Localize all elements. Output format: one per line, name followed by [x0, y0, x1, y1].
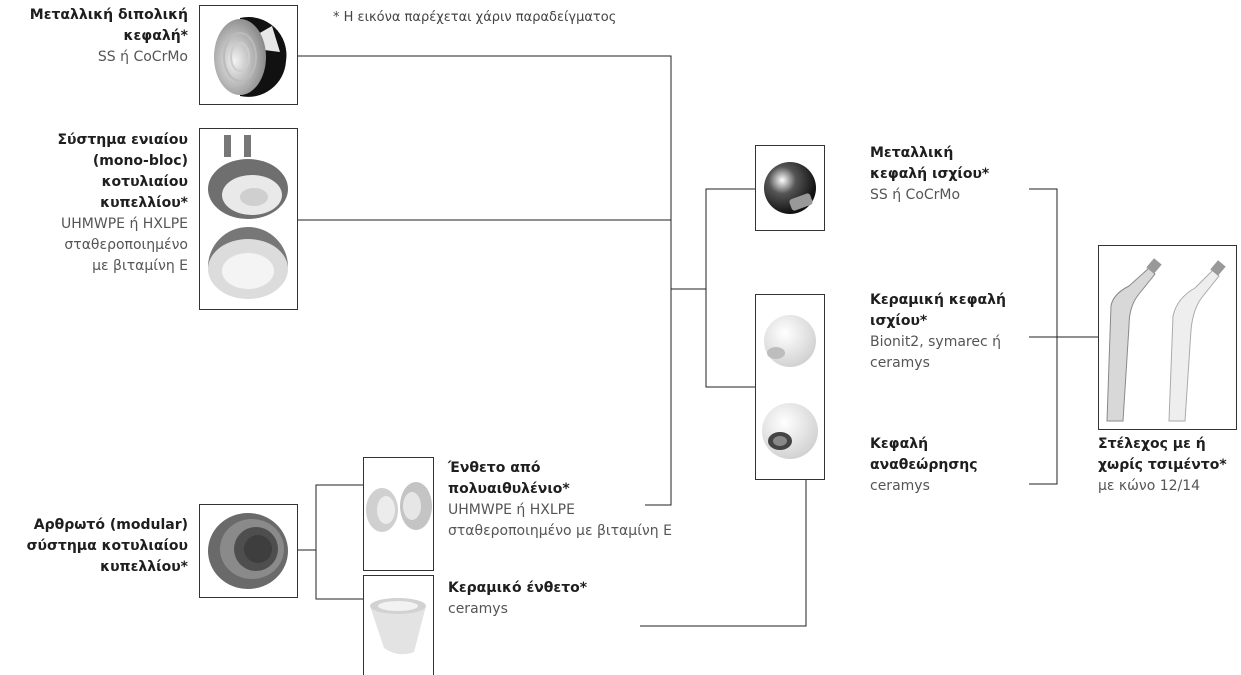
dual-head-material: SS ή CoCrMo: [97, 49, 188, 65]
stem-title-2: χωρίς τσιμέντο*: [1098, 457, 1227, 473]
ceramic-insert-material: ceramys: [448, 601, 508, 617]
pe-insert-material-2: σταθεροποιημένο με βιταμίνη E: [448, 523, 672, 539]
revision-head-title-2: αναθεώρησης: [870, 457, 978, 473]
monobloc-title-2: (mono-bloc): [92, 153, 188, 169]
revision-head-icon: [762, 403, 818, 459]
ceramic-insert-image: [363, 575, 434, 675]
modular-shell-icon: [208, 513, 288, 589]
monobloc-image: [199, 128, 298, 310]
stem-label: Στέλεχος με ή χωρίς τσιμέντο* με κώνο 12…: [1098, 434, 1227, 497]
monobloc-material-3: με βιταμίνη E: [92, 258, 188, 274]
pe-insert-material-1: UHMWPE ή HXLPE: [448, 502, 575, 518]
pe-insert-title-1: Ένθετο από: [448, 460, 541, 476]
monobloc-material-2: σταθεροποιημένο: [64, 237, 188, 253]
ceramic-head-label: Κεραμική κεφαλή ισχίου* Bionit2, symarec…: [870, 290, 1006, 374]
monobloc-title-4: κυπελλίου*: [100, 195, 188, 211]
metal-head-title-1: Μεταλλική: [870, 145, 954, 161]
stem-image: [1098, 245, 1237, 430]
modular-title-3: κυπελλίου*: [100, 559, 188, 575]
monobloc-title-3: κοτυλιαίου: [101, 174, 188, 190]
modular-image: [199, 504, 298, 598]
ceramic-head-material-2: ceramys: [870, 355, 930, 371]
metal-head-label: Μεταλλική κεφαλή ισχίου* SS ή CoCrMo: [870, 143, 989, 206]
ceramic-head-material-1: Bionit2, symarec ή: [870, 334, 1001, 350]
femoral-stem-icon: [1106, 258, 1226, 422]
ceramic-head-title-1: Κεραμική κεφαλή: [870, 292, 1006, 308]
ceramic-head-icon: [764, 315, 816, 367]
pe-insert-label: Ένθετο από πολυαιθυλένιο* UHMWPE ή HXLPE…: [448, 458, 672, 542]
ceramic-insert-icon: [370, 598, 426, 655]
modular-title-1: Αρθρωτό (modular): [33, 517, 188, 533]
stem-taper: με κώνο 12/14: [1098, 478, 1201, 494]
dual-head-image: [199, 5, 298, 105]
metal-head-icon: [764, 162, 816, 214]
metal-head-title-2: κεφαλή ισχίου*: [870, 166, 990, 182]
monobloc-label: Σύστημα ενιαίου (mono-bloc) κοτυλιαίου κ…: [57, 130, 188, 277]
revision-head-title-1: Κεφαλή: [870, 436, 929, 452]
monobloc-title-1: Σύστημα ενιαίου: [57, 132, 188, 148]
pe-insert-icon: [366, 482, 432, 532]
ceramic-head-title-2: ισχίου*: [870, 313, 928, 329]
modular-label: Αρθρωτό (modular) σύστημα κοτυλιαίου κυπ…: [27, 515, 188, 578]
ceramic-heads-image: [755, 294, 825, 480]
metal-head-material: SS ή CoCrMo: [870, 187, 961, 203]
monobloc-material-1: UHMWPE ή HXLPE: [61, 216, 188, 232]
modular-title-2: σύστημα κοτυλιαίου: [26, 538, 188, 554]
example-note: * Η εικόνα παρέχεται χάριν παραδείγματος: [333, 10, 617, 25]
ceramic-insert-title: Κεραμικό ένθετο*: [448, 580, 588, 596]
dual-head-label: Μεταλλική διπολική κεφαλή* SS ή CoCrMo: [30, 5, 188, 68]
metal-head-image: [755, 145, 825, 231]
ceramic-insert-label: Κεραμικό ένθετο* ceramys: [448, 578, 587, 620]
pe-insert-image: [363, 457, 434, 571]
stem-title-1: Στέλεχος με ή: [1098, 436, 1206, 452]
ceramic-heads-icon: [762, 315, 818, 459]
revision-head-material: ceramys: [870, 478, 930, 494]
dual-head-title-2: κεφαλή*: [123, 28, 188, 44]
revision-head-label: Κεφαλή αναθεώρησης ceramys: [870, 434, 978, 497]
pe-insert-title-2: πολυαιθυλένιο*: [448, 481, 570, 497]
dual-mobility-head-icon: [214, 17, 287, 97]
dual-head-title-1: Μεταλλική διπολική: [29, 7, 188, 23]
monobloc-cup-icon: [208, 135, 288, 299]
